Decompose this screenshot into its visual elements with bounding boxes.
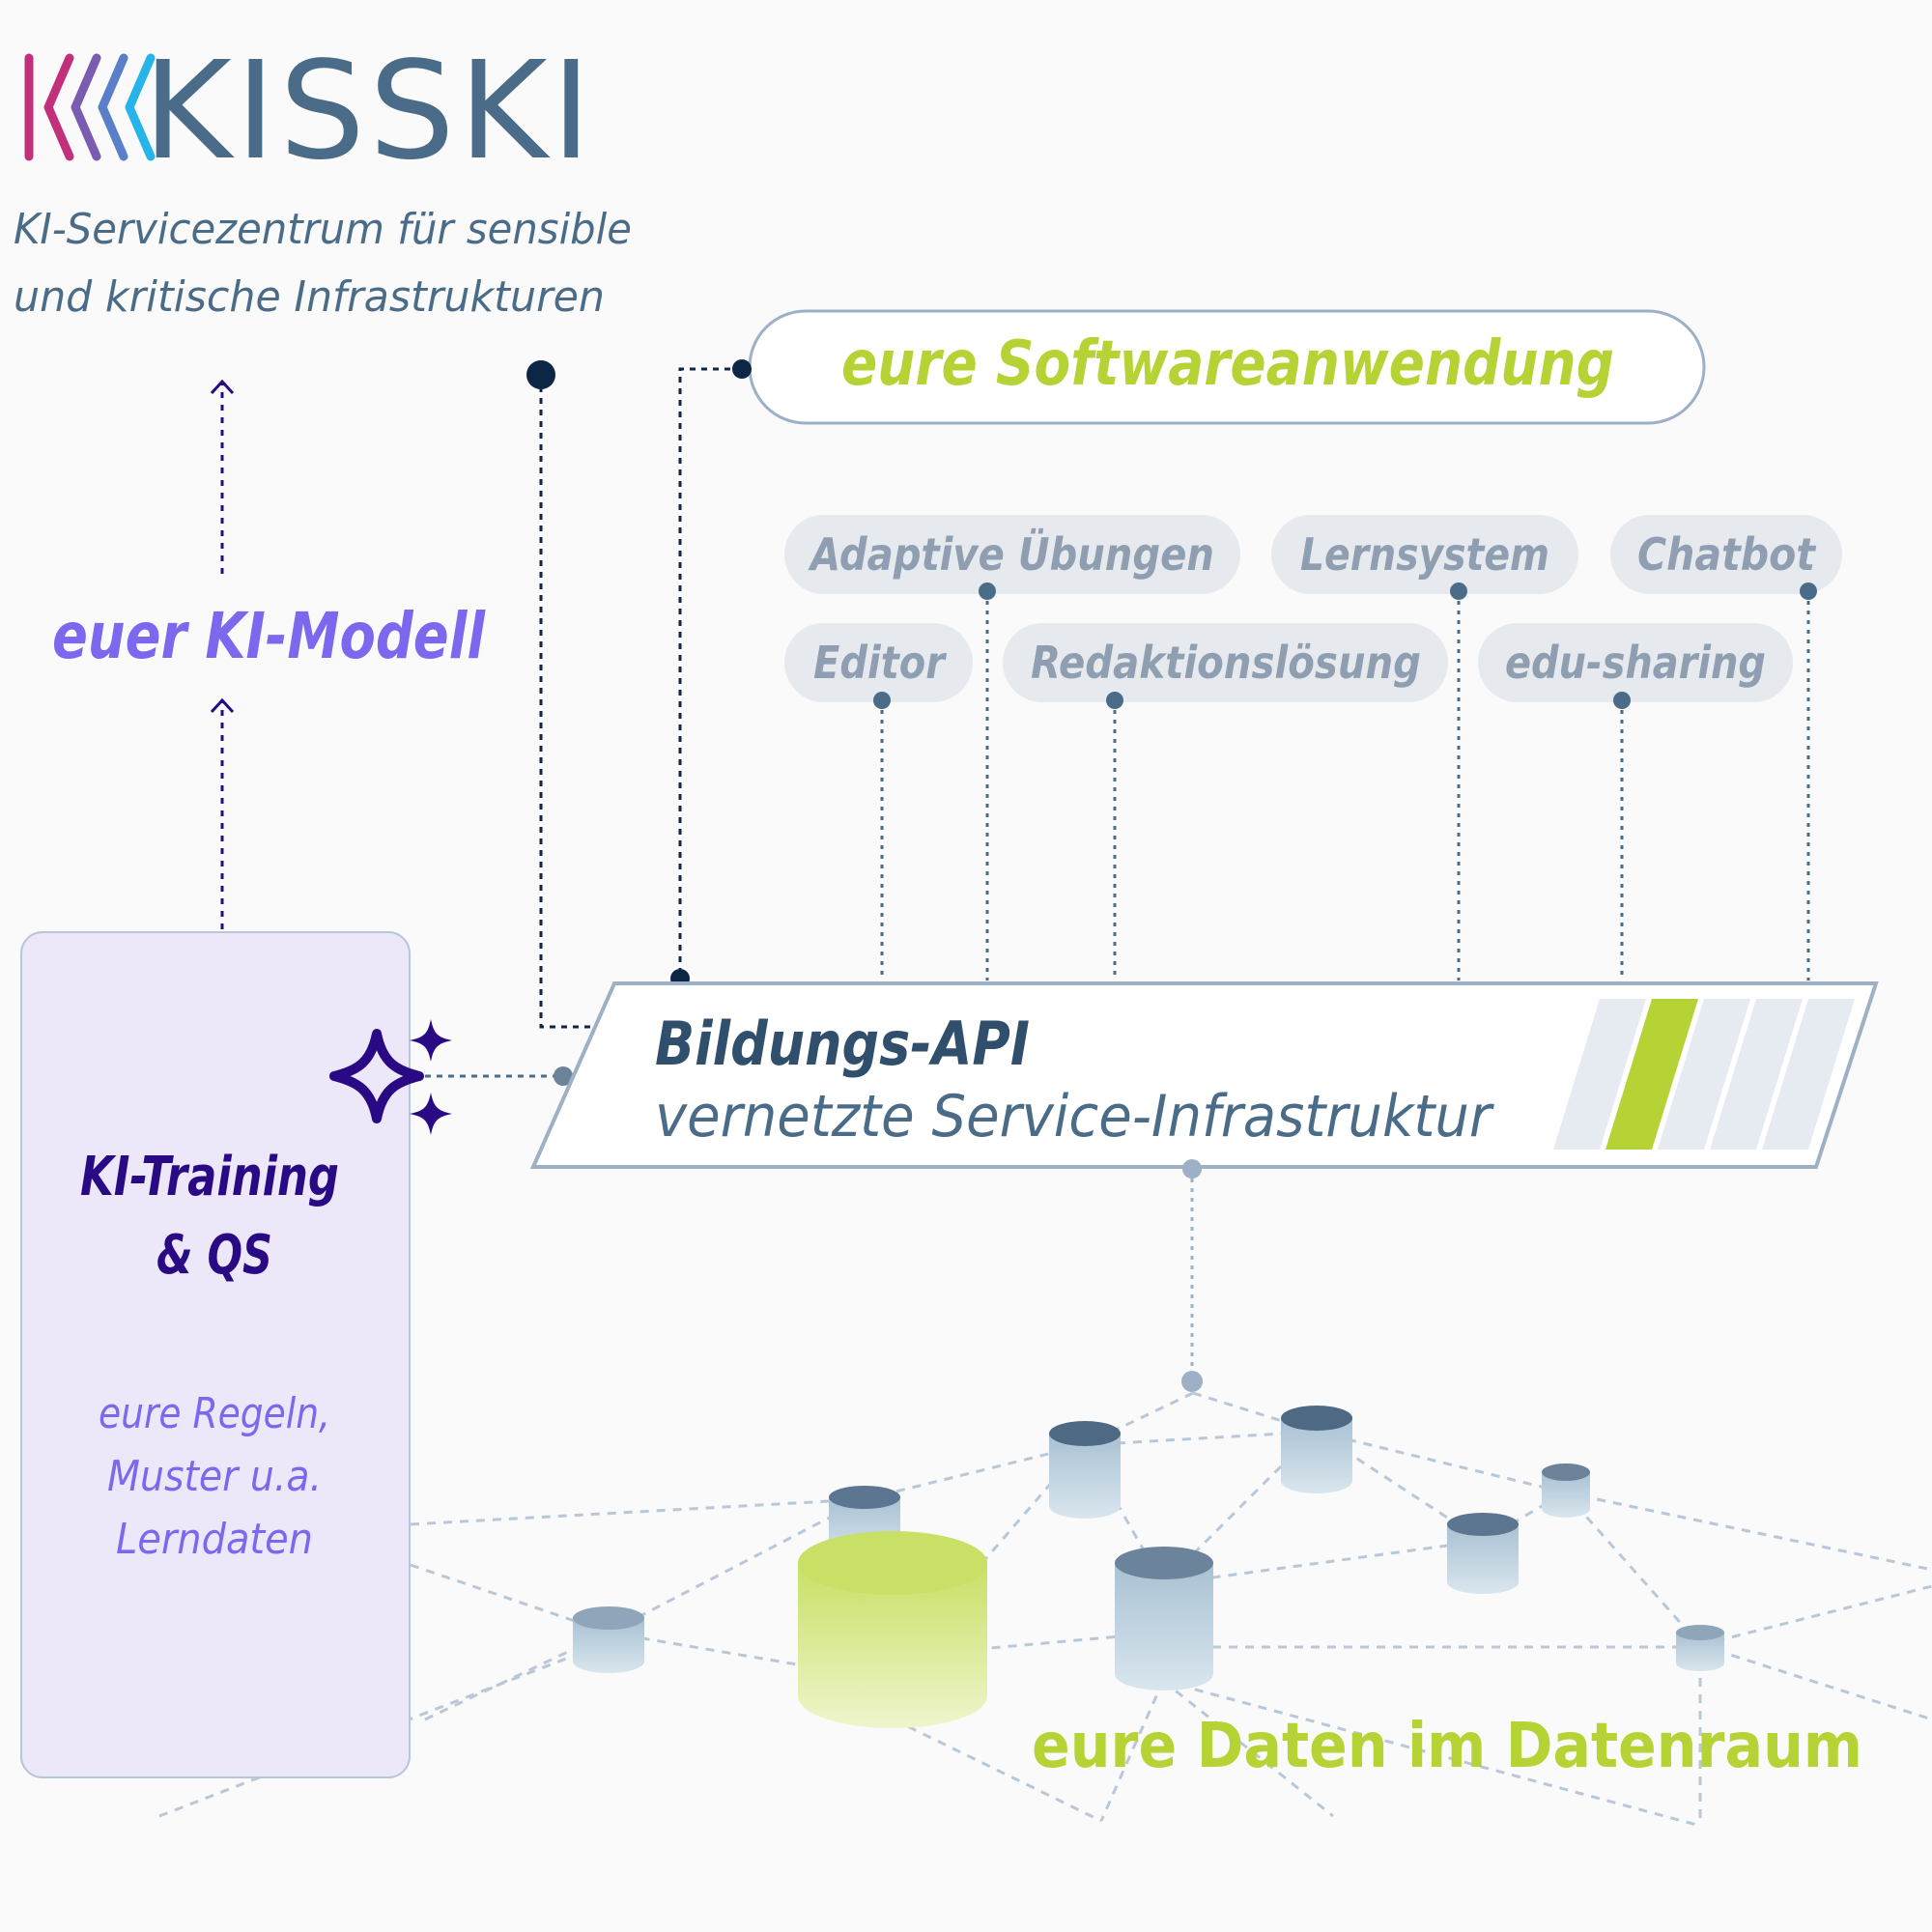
software-to-api-connector [670, 359, 752, 988]
app-label: Editor [813, 637, 948, 689]
training-desc-line3: Lerndaten [116, 1515, 313, 1564]
software-label: eure Softwareanwendung [841, 328, 1614, 400]
training-desc-line2: Muster u.a. [107, 1452, 322, 1501]
app-label: Lernsystem [1300, 528, 1549, 581]
sparkle-icon [329, 1019, 452, 1135]
app-pill-adaptive: Adaptive Übungen [784, 515, 1240, 594]
database-icon [1049, 1421, 1121, 1519]
app-pill-editor: Editor [784, 623, 973, 702]
database-icon [1115, 1547, 1213, 1690]
logo-to-api-connector [526, 360, 594, 1029]
training-title-line1: KI-Training [80, 1146, 339, 1208]
database-icon [1542, 1463, 1590, 1518]
tagline-line2: und kritische Infrastrukturen [14, 272, 605, 322]
app-pill-lernsystem: Lernsystem [1271, 515, 1578, 594]
model-label: euer KI-Modell [52, 599, 486, 673]
app-label: edu-sharing [1505, 637, 1766, 689]
api-subtitle: vernetzte Service-Infrastruktur [655, 1083, 1494, 1151]
logo-chevron-mark [24, 53, 156, 161]
tagline-line1: KI-Servicezentrum für sensible [14, 205, 632, 254]
app-pill-redaktion: Redaktionslösung [1003, 623, 1448, 702]
database-icon [1281, 1406, 1352, 1493]
kisski-logo: KISSKI [24, 33, 595, 190]
model-arrows [210, 379, 235, 929]
app-pill-edusharing: edu-sharing [1478, 623, 1793, 702]
app-connector-dots [873, 582, 1817, 709]
api-title: Bildungs-API [655, 1009, 1030, 1079]
database-icon [1676, 1625, 1724, 1671]
api-stripes [1553, 999, 1855, 1150]
app-connectors [880, 591, 1810, 980]
training-title-line2: & QS [156, 1224, 272, 1287]
data-label: eure Daten im Datenraum [1032, 1711, 1862, 1782]
app-pill-chatbot: Chatbot [1610, 515, 1842, 594]
database-icon [1447, 1513, 1519, 1594]
app-label: Adaptive Übungen [808, 528, 1214, 581]
app-label: Redaktionslösung [1031, 637, 1421, 689]
training-to-api-connector [425, 1066, 573, 1086]
logo-wordmark: KISSKI [143, 33, 595, 190]
training-desc-line1: eure Regeln, [99, 1389, 330, 1438]
database-cylinders [573, 1406, 1724, 1728]
training-panel [20, 931, 411, 1778]
highlighted-database-icon [798, 1531, 987, 1728]
database-icon [573, 1606, 644, 1673]
api-to-data-connector [1181, 1159, 1203, 1392]
app-label: Chatbot [1637, 528, 1817, 581]
api-panel [529, 981, 1879, 1169]
